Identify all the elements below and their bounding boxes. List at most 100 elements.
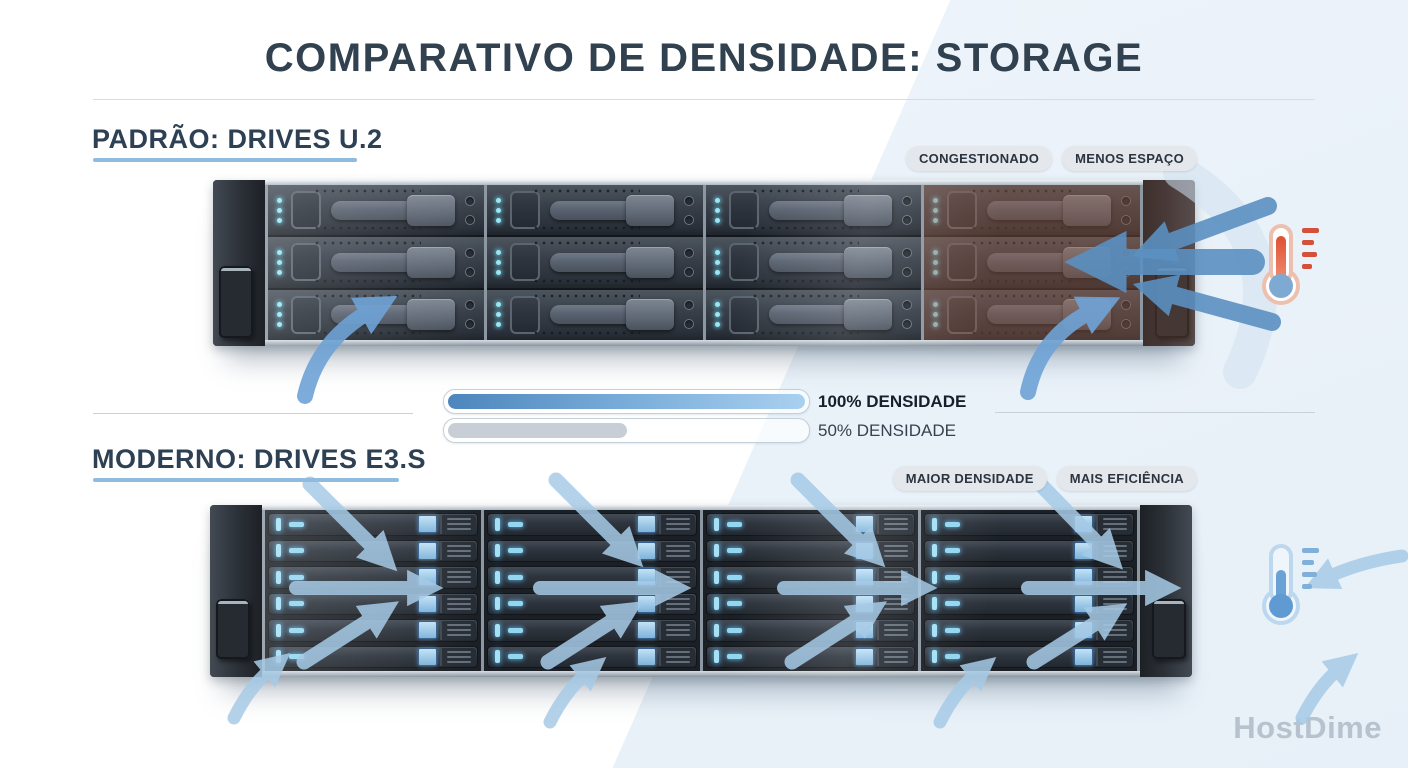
e3s-drive-sled [705, 539, 916, 562]
drive-latch [417, 594, 437, 613]
drive-handle-grip [406, 246, 455, 278]
drive-led-bar [494, 597, 500, 611]
u2-drive-tray [705, 237, 922, 290]
e3s-drive-sled [705, 513, 916, 536]
drive-screws [683, 247, 694, 277]
status-badge-mais-eficiencia: MAIS EFICIÊNCIA [1056, 466, 1197, 491]
u2-drive-tray [268, 185, 484, 238]
drive-led-dash [945, 654, 961, 660]
drive-activity-leds [933, 302, 939, 328]
drive-handle [768, 299, 893, 331]
drive-screws [1121, 300, 1131, 330]
drive-end-cap [877, 594, 914, 613]
e3s-drive-sled [924, 592, 1134, 615]
rack-e3s-chassis [210, 505, 1192, 677]
drive-handle-grip [844, 246, 893, 278]
drive-latch [636, 541, 656, 560]
drive-screws [902, 195, 913, 225]
brand-watermark: HostDime [1233, 710, 1382, 745]
drive-handle-grip [625, 246, 674, 278]
drive-led-bar [276, 517, 281, 531]
drive-led-bar [494, 570, 500, 584]
drive-latch [855, 515, 875, 534]
status-badge-congestionado: CONGESTIONADO [905, 146, 1053, 171]
drive-latch [855, 647, 875, 666]
e3s-drive-sled [486, 645, 697, 668]
drive-led-dash [289, 654, 304, 660]
drive-led-dash [726, 521, 742, 527]
e3s-drive-sled [268, 566, 478, 589]
drive-end-cap [439, 541, 476, 560]
drive-bay-column [483, 510, 700, 671]
mid-divider-left [93, 413, 413, 414]
drive-handle-grip [1063, 194, 1111, 226]
drive-latch [417, 568, 437, 587]
drive-screws [683, 300, 694, 330]
e3s-drive-sled [268, 513, 478, 536]
drive-end-cap [877, 647, 914, 666]
drive-led-dash [726, 654, 742, 660]
u2-drive-tray [705, 185, 922, 238]
drive-screws [464, 300, 475, 330]
drive-led-dash [507, 574, 523, 580]
drive-handle [549, 299, 674, 331]
drive-led-bar [494, 544, 500, 558]
drive-led-dash [289, 548, 304, 554]
heading-underline [93, 158, 357, 162]
density-bar-fill [448, 423, 627, 438]
drive-led-bar [276, 544, 281, 558]
rack-ear-right [1143, 180, 1195, 346]
e3s-drive-sled [924, 513, 1134, 536]
drive-led-bar [932, 517, 938, 531]
drive-led-bar [494, 517, 500, 531]
drive-end-cap [1096, 647, 1132, 666]
drive-release-button [291, 243, 321, 282]
drive-bay-column [921, 510, 1137, 671]
drive-led-dash [507, 601, 523, 607]
drive-end-cap [877, 621, 914, 640]
e3s-drive-sled [705, 619, 916, 642]
e3s-drive-sled [924, 566, 1134, 589]
u2-drive-tray [486, 289, 703, 340]
drive-latch [1074, 541, 1093, 560]
drive-led-dash [289, 521, 304, 527]
drive-release-button [509, 191, 540, 230]
title-divider [93, 99, 1315, 100]
drive-release-button [728, 191, 759, 230]
badge-group-padrao: CONGESTIONADO MENOS ESPAÇO [905, 146, 1197, 171]
rack-u2-chassis [213, 180, 1195, 346]
drive-latch [417, 621, 437, 640]
drive-end-cap [439, 621, 476, 640]
drive-led-dash [507, 654, 523, 660]
drive-screws [1121, 247, 1131, 277]
drive-activity-leds [714, 302, 720, 328]
drive-end-cap [1096, 568, 1132, 587]
drive-end-cap [439, 647, 476, 666]
drive-led-bar [494, 623, 500, 637]
drive-activity-leds [933, 249, 939, 275]
section-heading-padrao: PADRÃO: DRIVES U.2 [92, 124, 383, 154]
drive-end-cap [1096, 621, 1132, 640]
drive-led-dash [945, 574, 961, 580]
drive-bay-column [702, 510, 919, 671]
density-bar-100 [443, 389, 810, 414]
drive-latch [636, 515, 656, 534]
drive-handle [331, 299, 455, 331]
e3s-drive-sled [486, 592, 697, 615]
u2-drive-tray [924, 289, 1140, 340]
drive-led-dash [945, 548, 961, 554]
drive-led-bar [713, 650, 719, 664]
drive-release-button [728, 295, 759, 334]
drive-led-bar [932, 650, 938, 664]
drive-led-dash [507, 548, 523, 554]
drive-latch [1074, 515, 1093, 534]
drive-end-cap [877, 568, 914, 587]
status-badge-menos-espaco: MENOS ESPAÇO [1062, 146, 1197, 171]
rack-latch [219, 266, 253, 338]
drive-latch [417, 541, 437, 560]
drive-led-bar [713, 597, 719, 611]
drive-handle [987, 246, 1111, 278]
density-label-100: 100% DENSIDADE [818, 392, 967, 411]
drive-led-dash [945, 601, 961, 607]
e3s-drive-sled [268, 539, 478, 562]
